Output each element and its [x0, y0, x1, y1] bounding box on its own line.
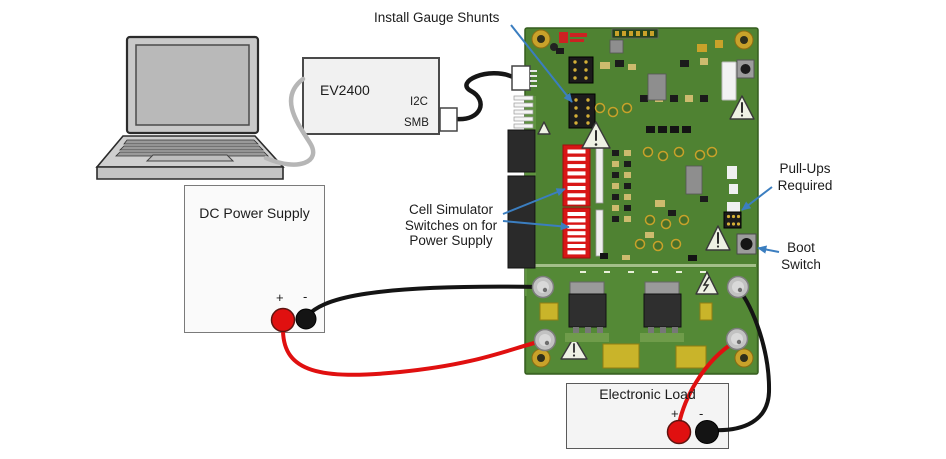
header-strip-2 [595, 209, 604, 257]
cell-simulator-dip-switch-2 [562, 207, 591, 259]
evm-board [507, 27, 759, 375]
pin-header [513, 95, 534, 129]
dc-positive-wire [281, 329, 544, 377]
cell-simulator-dip-switch-1 [562, 144, 591, 207]
smd-components [556, 40, 738, 261]
dc-power-supply-label: DC Power Supply [199, 205, 310, 221]
comm-connector [511, 65, 537, 91]
smb-cable [453, 71, 516, 122]
top-edge-connector [611, 28, 659, 39]
cell-simulator-line3: Power Supply [409, 233, 493, 248]
install-gauge-shunts-label: Install Gauge Shunts [374, 10, 500, 25]
gauge-shunt-jumpers [568, 56, 596, 129]
boot-switch-button [736, 233, 757, 255]
smb-port-connector [439, 107, 458, 132]
dc-negative-label: - [303, 289, 308, 304]
copper-pads [539, 302, 713, 369]
pull-ups-label: Pull-Ups Required [768, 161, 842, 194]
header-strip-1 [595, 146, 604, 204]
cell-simulator-line1: Cell Simulator [408, 202, 494, 217]
ev2400-label: EV2400 [320, 82, 370, 98]
install-gauge-shunts-arrow [510, 24, 573, 103]
dc-negative-wire [305, 284, 542, 318]
cell-simulator-label: Cell Simulator Switches on for Power Sup… [390, 202, 512, 249]
test-points [594, 102, 718, 252]
power-mosfets [568, 281, 682, 333]
warning-glyphs [572, 102, 744, 357]
boot-switch-label: Boot Switch [768, 240, 834, 273]
dc-power-supply-box [184, 185, 325, 333]
annotation-arrows [502, 24, 780, 254]
pull-up-jumper [723, 202, 742, 229]
ti-logo-icon [550, 32, 587, 51]
ev2400-box [302, 57, 440, 135]
cell-sim-arrow-1 [502, 188, 566, 215]
binding-posts [531, 275, 750, 352]
load-negative-label: - [699, 406, 704, 421]
warning-triangle-icons [537, 95, 755, 360]
load-positive-label: + [671, 406, 679, 421]
mounting-holes [531, 29, 754, 368]
boot-switch-line1: Boot [787, 240, 815, 255]
electronic-load-label: Electronic Load [599, 386, 696, 402]
cell-simulator-line2: Switches on for [404, 217, 498, 233]
pull-ups-line2: Required [777, 177, 833, 193]
ic-chips [609, 39, 703, 195]
cell-sim-arrow-2 [502, 220, 570, 231]
silkscreen-marks [580, 271, 706, 273]
pull-ups-line1: Pull-Ups [779, 161, 831, 176]
smb-port-label: SMB [404, 117, 429, 129]
battery-connector-blocks [507, 129, 536, 269]
laptop-icon [95, 35, 285, 180]
dc-positive-label: + [276, 290, 284, 305]
top-right-button [736, 59, 755, 79]
i2c-port-label: I2C [410, 96, 428, 108]
white-label [721, 61, 737, 101]
boot-switch-line2: Switch [781, 256, 821, 272]
